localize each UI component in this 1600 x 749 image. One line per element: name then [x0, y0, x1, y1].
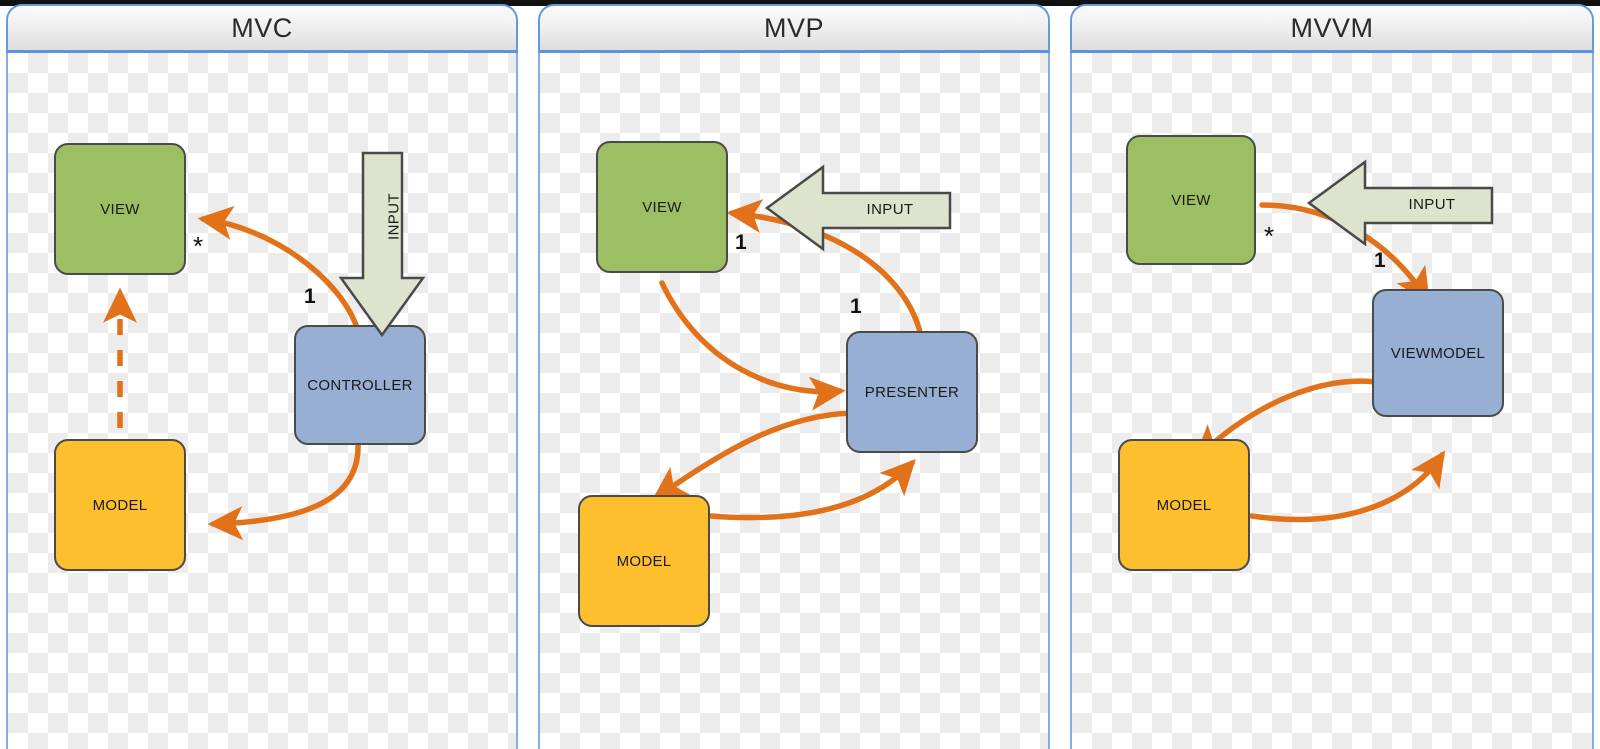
mvp-node-presenter-label: PRESENTER	[864, 383, 960, 401]
mvvm-input-label: INPUT	[1408, 196, 1456, 213]
mvc-node-model-label: MODEL	[92, 496, 148, 514]
mvc-node-view-label: VIEW	[100, 200, 140, 218]
mvc-multiplicity-one: 1	[304, 285, 316, 308]
mvp-multiplicity-view: 1	[735, 231, 747, 254]
mvvm-node-view[interactable]: VIEW	[1126, 135, 1256, 265]
panel-mvvm-title: MVVM	[1290, 12, 1374, 43]
mvp-node-model[interactable]: MODEL	[578, 495, 710, 627]
panel-mvp-header: MVP	[538, 4, 1050, 53]
mvc-node-controller-label: CONTROLLER	[307, 376, 413, 394]
mvp-input-label: INPUT	[866, 201, 914, 218]
mvc-edge-controller-to-view	[197, 205, 359, 328]
mvvm-multiplicity-star: *	[1264, 221, 1275, 251]
mvp-node-view-label: VIEW	[642, 198, 682, 216]
mvp-node-presenter[interactable]: PRESENTER	[846, 331, 978, 453]
mvp-edge-presenter-to-model	[651, 410, 855, 502]
panel-mvvm-header: MVVM	[1070, 4, 1594, 53]
mvvm-node-model[interactable]: MODEL	[1118, 439, 1250, 571]
mvp-node-view[interactable]: VIEW	[596, 141, 728, 273]
mvc-node-controller[interactable]: CONTROLLER	[294, 325, 426, 445]
mvvm-node-view-label: VIEW	[1171, 191, 1211, 209]
mvc-node-view[interactable]: VIEW	[54, 143, 186, 275]
mvvm-edge-model-to-viewmodel	[1249, 450, 1446, 523]
mvvm-edge-view-to-viewmodel	[1259, 202, 1430, 304]
mvvm-node-viewmodel[interactable]: VIEWMODEL	[1372, 289, 1504, 417]
mvp-node-model-label: MODEL	[616, 552, 672, 570]
mvc-multiplicity-star: *	[193, 231, 204, 261]
panel-mvvm: MVVM VIEW VIEWMODEL	[1070, 4, 1594, 749]
panel-mvp-title: MVP	[763, 12, 824, 43]
mvc-node-model[interactable]: MODEL	[54, 439, 186, 571]
panel-mvc-title: MVC	[231, 12, 293, 43]
mvc-input-label: INPUT	[385, 193, 403, 240]
mvp-edge-model-to-presenter	[707, 458, 916, 521]
mvvm-node-model-label: MODEL	[1156, 496, 1212, 514]
panel-mvc-body: VIEW CONTROLLER MODEL * 1 INPUT	[6, 53, 518, 749]
panel-mvp-body: VIEW PRESENTER MODEL 1 1 INPUT	[538, 53, 1050, 749]
panel-mvvm-body: VIEW VIEWMODEL MODEL * 1 INPUT	[1070, 53, 1594, 749]
mvp-edge-presenter-to-view	[726, 199, 925, 344]
top-strip	[0, 0, 1600, 6]
panel-mvc: MVC VIEW CONTROLLER	[6, 4, 518, 749]
panel-mvc-header: MVC	[6, 4, 518, 53]
mvvm-multiplicity-one: 1	[1374, 249, 1386, 272]
mvp-edge-view-to-presenter	[659, 280, 846, 411]
mvc-edge-controller-to-model	[207, 440, 361, 541]
panel-mvp: MVP VIEW PR	[538, 4, 1050, 749]
mvvm-node-viewmodel-label: VIEWMODEL	[1390, 344, 1486, 362]
mvp-multiplicity-presenter: 1	[850, 295, 862, 318]
